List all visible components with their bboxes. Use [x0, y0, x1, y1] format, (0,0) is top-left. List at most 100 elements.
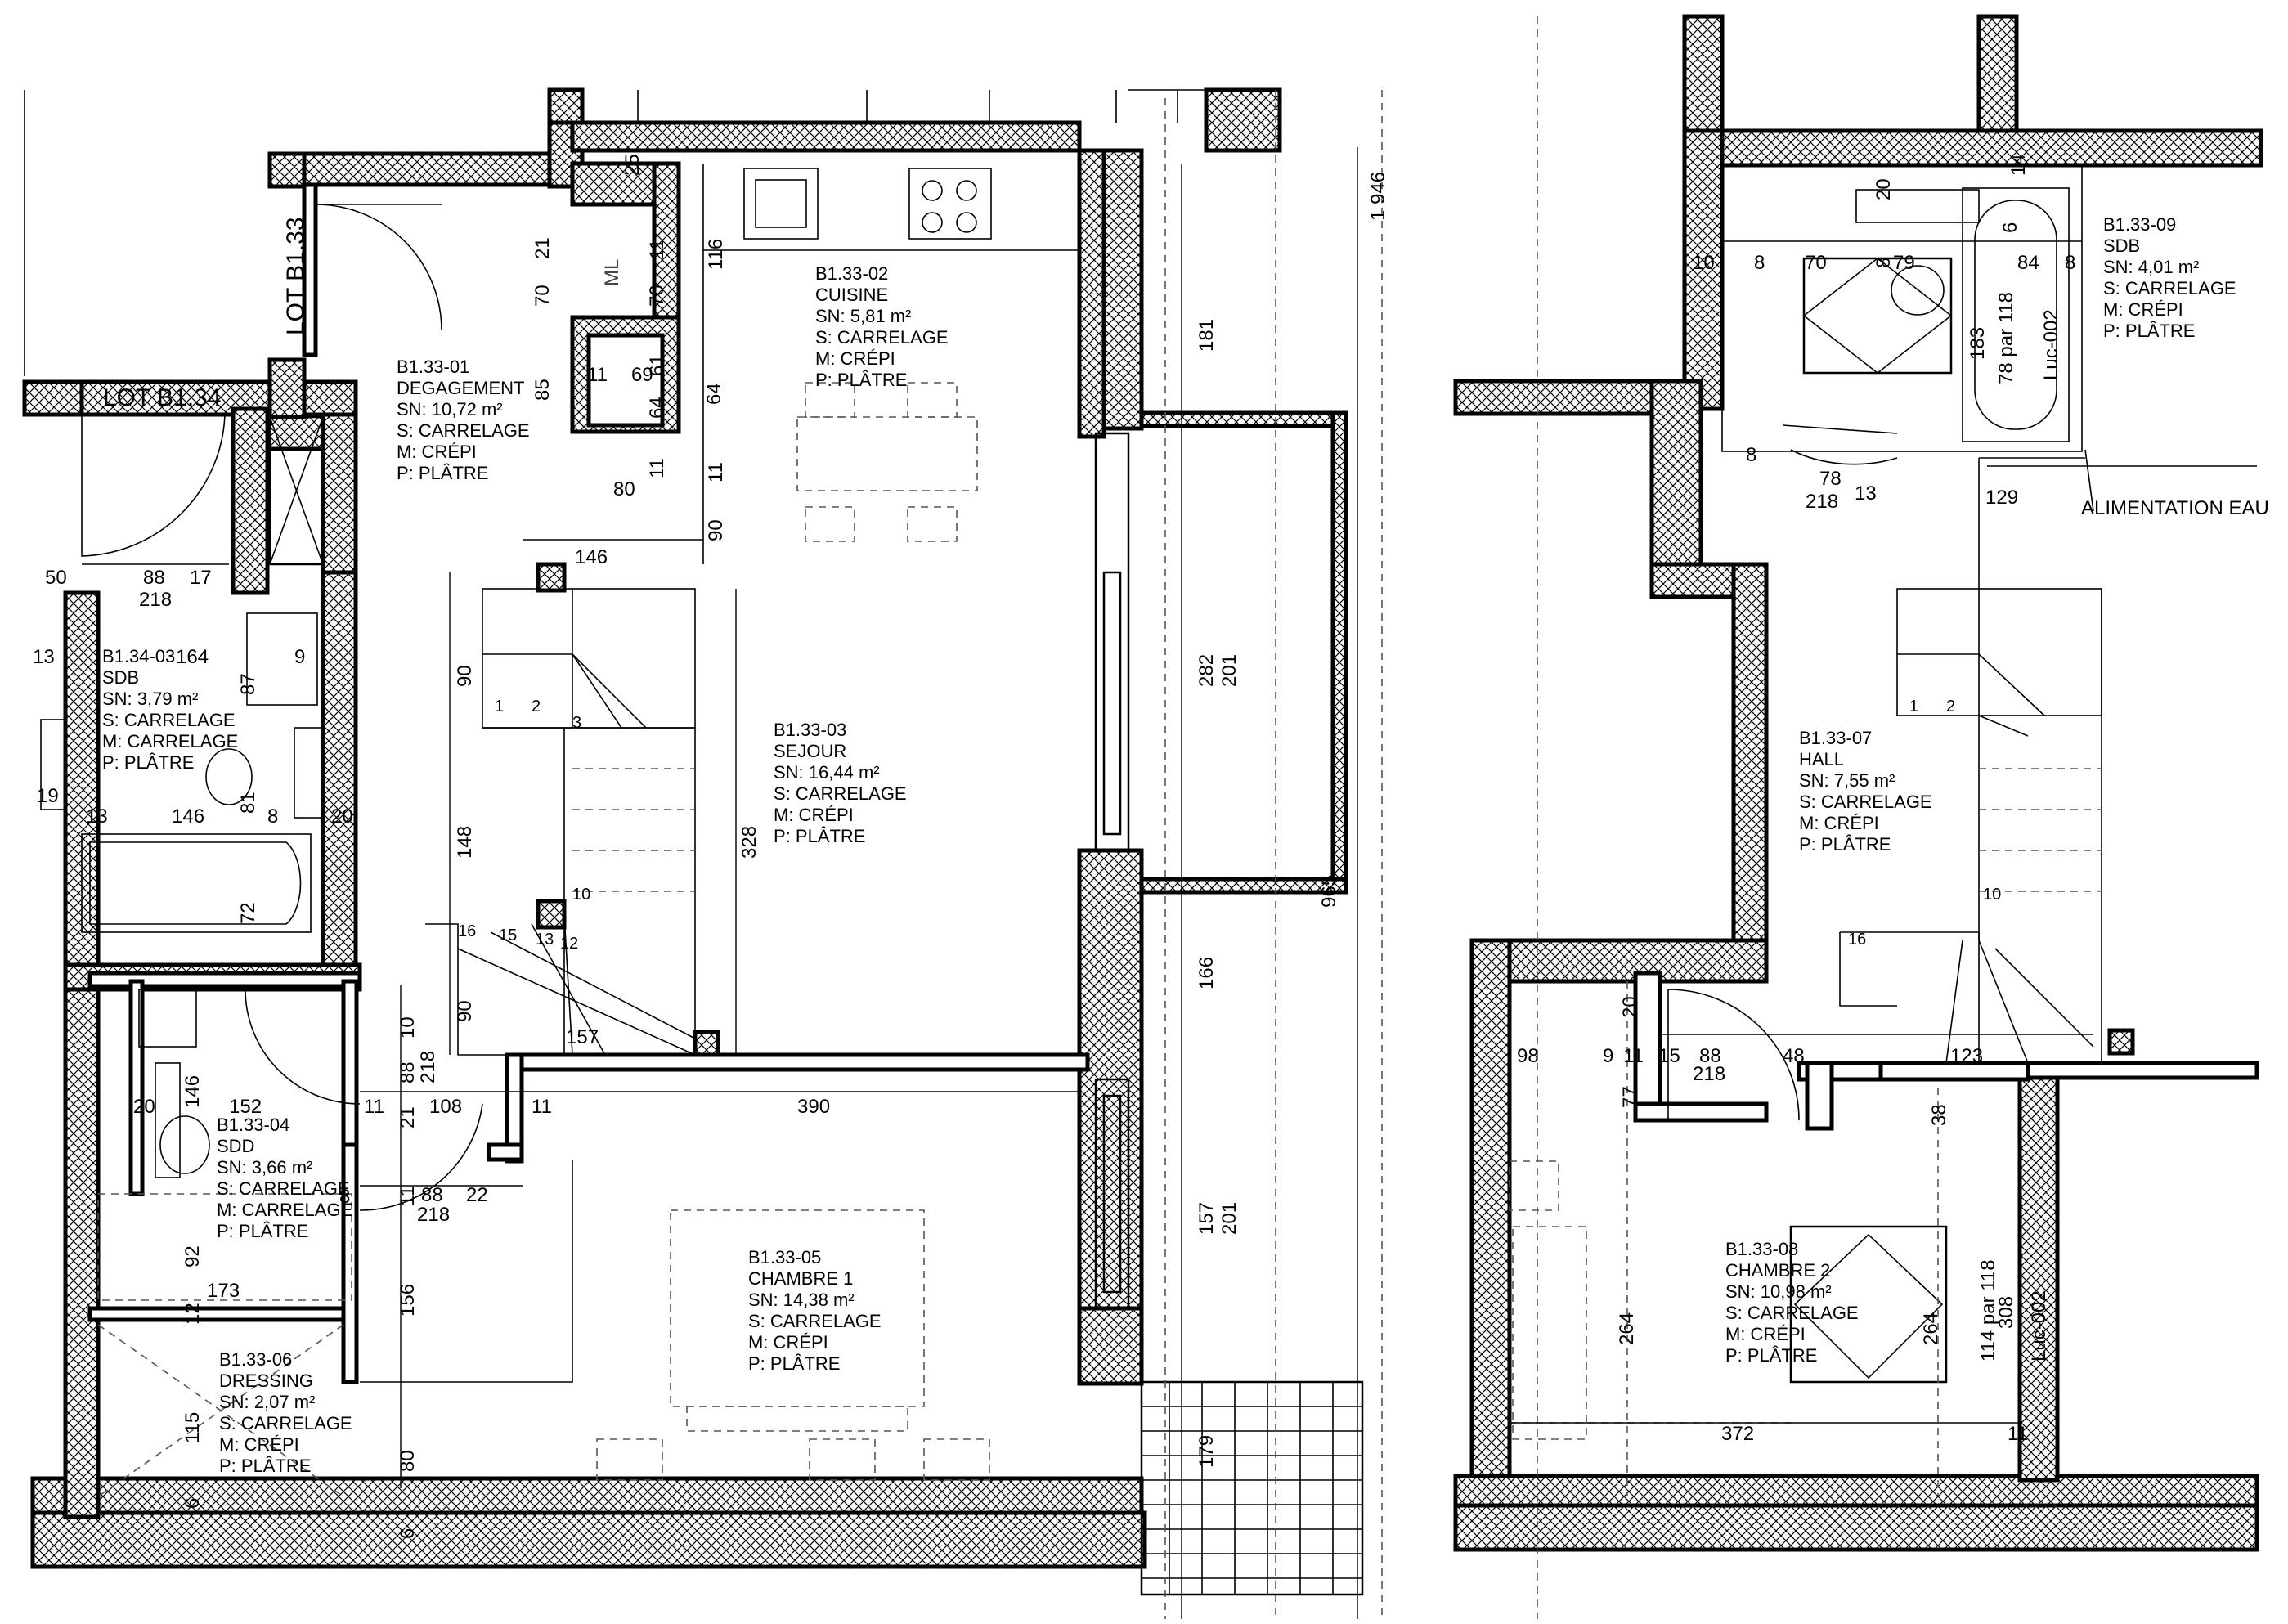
room-sn: SN: 14,38 m²: [748, 1290, 855, 1310]
room-p: P: PLÂTRE: [2103, 321, 2196, 341]
room-m: M: CRÉPI: [219, 1434, 299, 1455]
room-s: S: CARRELAGE: [748, 1311, 882, 1331]
dimension-d148: 148: [454, 825, 476, 859]
room-code: B1.33-04: [217, 1115, 290, 1135]
stair-step-16: 16: [458, 922, 476, 940]
dimension-d13b: 13: [86, 805, 108, 828]
dimension-d85: 85: [532, 379, 554, 401]
room-name: CHAMBRE 2: [1725, 1260, 1831, 1281]
room-sn: SN: 5,81 m²: [815, 306, 912, 326]
room-m: M: CRÉPI: [1799, 813, 1879, 833]
room-name: SEJOUR: [774, 741, 847, 761]
dimension-d9a: 9: [294, 646, 306, 668]
room-sn: SN: 7,55 m²: [1799, 770, 1895, 791]
dimension-d12: 12: [182, 1303, 204, 1325]
dimension-d166: 166: [1196, 956, 1218, 989]
dimension-d64b: 64: [703, 383, 725, 405]
dimension-d38: 38: [1928, 1104, 1950, 1126]
stair-step-10: 10: [572, 886, 590, 904]
dimension-d15: 15: [1658, 1045, 1680, 1067]
room-p: P: PLÂTRE: [397, 463, 489, 483]
room-p: P: PLÂTRE: [815, 370, 908, 390]
dimension-d17: 17: [190, 567, 212, 589]
dimension-d218e: 218: [1693, 1063, 1726, 1085]
room-code: B1.33-06: [219, 1349, 293, 1370]
room-code: B1.33-03: [774, 720, 847, 740]
dimension-d90b: 90: [454, 665, 476, 687]
dimension-d69: 69: [631, 364, 653, 386]
room-code: B1.34-03: [102, 646, 176, 666]
stair-step-3: 3: [572, 714, 581, 732]
dimension-d13c: 13: [1855, 482, 1877, 505]
dimension-d13a: 13: [33, 646, 55, 668]
dimension-d70c: 70: [1805, 252, 1827, 274]
ml-label: ML: [601, 258, 623, 286]
window-78x118-label: 78 par 118: [1995, 292, 2017, 384]
lot-b1-34-label: LOT B1.34: [103, 384, 222, 411]
dimension-d48: 48: [1783, 1045, 1805, 1067]
room-m: M: CRÉPI: [2103, 299, 2183, 320]
dimension-d11h: 11: [1623, 1045, 1644, 1067]
dimension-d88c: 88: [421, 1184, 443, 1206]
left-plan-stair: 1 2 3 10 15 16 13 12: [425, 562, 720, 1057]
room-name: HALL: [1799, 749, 1845, 769]
stair-step-1-right: 1: [1909, 698, 1918, 716]
dimension-d157a: 157: [566, 1026, 599, 1048]
right-plan-stair: 1 2 10 16: [1839, 588, 2135, 1064]
dimension-d90c: 90: [454, 1000, 476, 1022]
stair-step-13: 13: [536, 931, 554, 949]
dimension-d8d: 8: [1873, 257, 1895, 268]
dimension-d218c: 218: [417, 1204, 451, 1226]
dimension-d11b: 11: [587, 364, 608, 386]
dimension-d11d: 11: [705, 462, 727, 482]
room-code: B1.33-08: [1725, 1239, 1799, 1259]
left-plan-upper-context: [24, 89, 1383, 1619]
room-sn: SN: 3,66 m²: [217, 1157, 313, 1178]
room-name: SDB: [2103, 236, 2141, 256]
dimension-d10b: 10: [1693, 252, 1715, 274]
stair-step-16-right: 16: [1848, 931, 1866, 949]
dimension-d98: 98: [1517, 1045, 1539, 1067]
room-s: S: CARRELAGE: [219, 1413, 352, 1433]
room-name: CUISINE: [815, 285, 889, 305]
room-s: S: CARRELAGE: [1799, 792, 1932, 812]
dimension-d218b: 218: [417, 1050, 439, 1083]
dimension-d152: 152: [229, 1096, 262, 1118]
dimension-d11f: 11: [532, 1096, 552, 1118]
room-p: P: PLÂTRE: [1725, 1345, 1818, 1366]
dimension-d61: 61: [646, 354, 668, 376]
dimension-d81: 81: [237, 792, 259, 814]
dimension-d108: 108: [429, 1096, 463, 1118]
dimension-d264a: 264: [1616, 1312, 1638, 1345]
room-sn: SN: 16,44 m²: [774, 762, 880, 783]
dimension-d9b: 9: [1603, 1045, 1614, 1067]
dimension-d88a: 88: [143, 567, 165, 589]
stair-step-10-right: 10: [1983, 886, 2001, 904]
room-s: S: CARRELAGE: [815, 327, 949, 348]
dimension-d146b: 146: [172, 805, 205, 828]
luc-002-bedroom-label: Luc-002: [2028, 1290, 2050, 1362]
dimension-d20d: 20: [1619, 996, 1641, 1018]
room-m: M: CARRELAGE: [217, 1200, 353, 1220]
room-s: S: CARRELAGE: [217, 1178, 350, 1199]
luc-002-sdb-label: Luc-002: [2040, 309, 2062, 380]
dimension-d115: 115: [182, 1411, 204, 1443]
dimension-d201a: 201: [1218, 653, 1240, 687]
left-plan-doors: [40, 182, 990, 1497]
dimension-d6a: 6: [182, 1497, 204, 1509]
stair-step-2-right: 2: [1946, 698, 1955, 716]
dimension-d25: 25: [621, 154, 644, 176]
dimension-d282: 282: [1196, 653, 1218, 687]
room-code: B1.33-02: [815, 263, 889, 284]
dimension-d8f: 8: [1746, 444, 1757, 466]
room-m: M: CARRELAGE: [102, 731, 239, 751]
dimension-d79: 79: [1893, 252, 1915, 274]
dimension-d11c: 11: [646, 458, 668, 478]
dimension-d183: 183: [1967, 326, 1989, 360]
